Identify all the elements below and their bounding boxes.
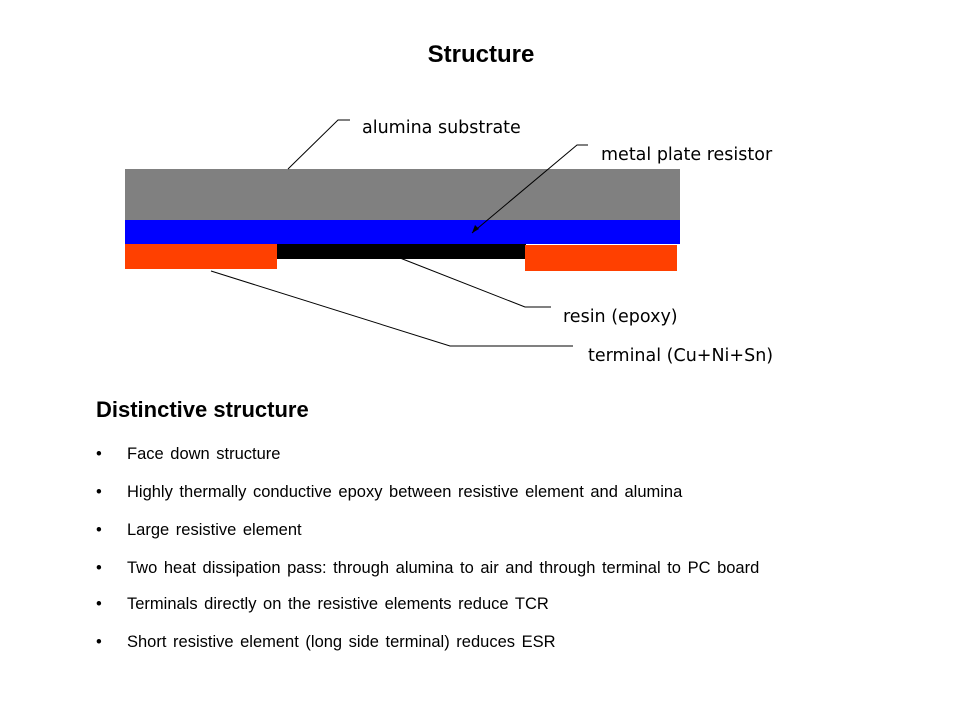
resin-epoxy-layer xyxy=(276,244,526,259)
bullet-icon: • xyxy=(96,595,102,613)
terminal-leader-line xyxy=(210,270,573,347)
bullet-icon: • xyxy=(96,633,102,651)
bullet-icon: • xyxy=(96,483,102,501)
list-item: • Short resistive element (long side ter… xyxy=(96,631,866,653)
list-item: • Large resistive element xyxy=(96,519,866,541)
feature-bullet-list: • Face down structure • Highly thermally… xyxy=(96,443,866,669)
bullet-icon: • xyxy=(96,445,102,463)
list-item: • Highly thermally conductive epoxy betw… xyxy=(96,481,866,503)
section-heading: Distinctive structure xyxy=(96,397,309,422)
alumina-leader-line xyxy=(287,119,350,170)
bullet-icon: • xyxy=(96,559,102,577)
resistor-cross-section-diagram: alumina substrate metal plate resistor r… xyxy=(125,118,773,366)
label-alumina-substrate: alumina substrate xyxy=(362,118,521,138)
list-item-text: Highly thermally conductive epoxy betwee… xyxy=(127,483,683,501)
terminal-left xyxy=(125,244,277,269)
metal-plate-leader-line xyxy=(471,144,588,234)
list-item-text: Large resistive element xyxy=(127,521,302,539)
list-item-text: Two heat dissipation pass: through alumi… xyxy=(127,559,760,577)
terminal-right xyxy=(525,245,677,271)
list-item-text: Terminals directly on the resistive elem… xyxy=(127,595,549,613)
label-resin-epoxy: resin (epoxy) xyxy=(563,307,678,327)
slide-title: Structure xyxy=(427,41,535,68)
label-terminal: terminal (Cu+Ni+Sn) xyxy=(588,346,773,366)
list-item: • Two heat dissipation pass: through alu… xyxy=(96,557,866,579)
label-metal-plate-resistor: metal plate resistor xyxy=(601,145,773,165)
list-item-text: Short resistive element (long side termi… xyxy=(127,633,556,651)
list-item: • Face down structure xyxy=(96,443,866,465)
arrowhead-icon xyxy=(472,225,479,233)
list-item: • Terminals directly on the resistive el… xyxy=(96,593,866,615)
metal-plate-resistor-layer xyxy=(125,220,680,244)
alumina-substrate-layer xyxy=(125,169,680,221)
list-item-text: Face down structure xyxy=(127,445,281,463)
bullet-icon: • xyxy=(96,521,102,539)
resin-leader-line xyxy=(399,257,551,308)
